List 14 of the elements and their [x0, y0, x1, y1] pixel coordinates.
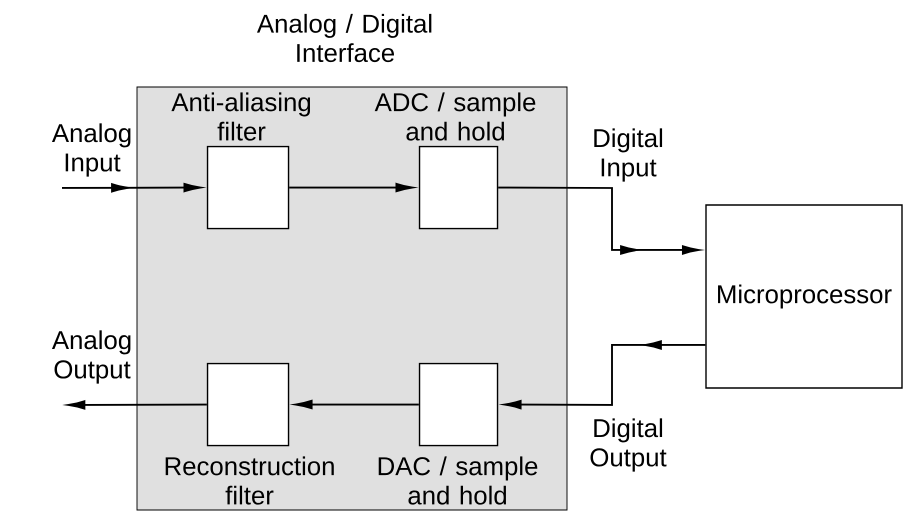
node-label: Reconstruction filter: [166, 456, 334, 505]
edge-label: Analog Output: [52, 330, 130, 384]
node-label: Analog / Digital Interface: [256, 14, 432, 62]
filter-box: Reconstruction filter: [166, 362, 334, 505]
edge-label: Digital Output: [590, 418, 666, 472]
processor-box: Microprocessor: [705, 204, 903, 389]
node-label: Anti-aliasing filter: [171, 92, 310, 141]
edge-label: Digital Input: [594, 128, 662, 182]
node-label: DAC / sample and hold: [378, 456, 538, 505]
filter-box: Anti-aliasing filter: [171, 92, 310, 230]
edge-label: Analog Input: [52, 123, 130, 177]
converter-box: DAC / sample and hold: [378, 362, 538, 505]
node-label: ADC / sample and hold: [374, 92, 536, 141]
converter-box: ADC / sample and hold: [374, 92, 536, 230]
